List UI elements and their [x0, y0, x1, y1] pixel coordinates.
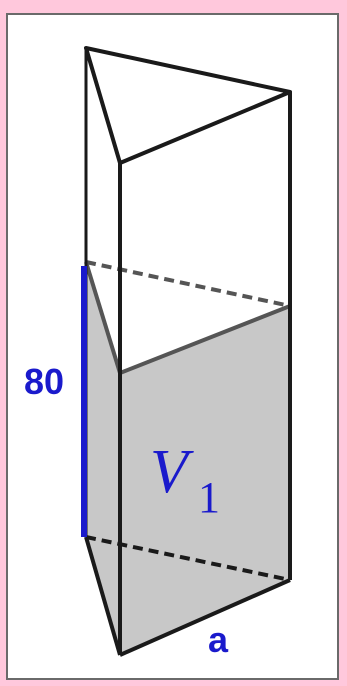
liquid-surface-back-edge [85, 260, 291, 308]
liquid-front-face [120, 306, 290, 655]
liquid-left-face [86, 262, 120, 655]
liquid-surface-right-edge [119, 304, 291, 375]
height-label: 80 [24, 361, 64, 402]
volume-symbol: V [150, 438, 194, 506]
bottom-left-edge [84, 536, 122, 656]
liquid-surface-left-edge [84, 261, 122, 374]
volume-subscript: 1 [198, 473, 220, 522]
top-face [84, 46, 292, 165]
bottom-front-edge [119, 578, 291, 657]
side-label: a [208, 619, 229, 660]
